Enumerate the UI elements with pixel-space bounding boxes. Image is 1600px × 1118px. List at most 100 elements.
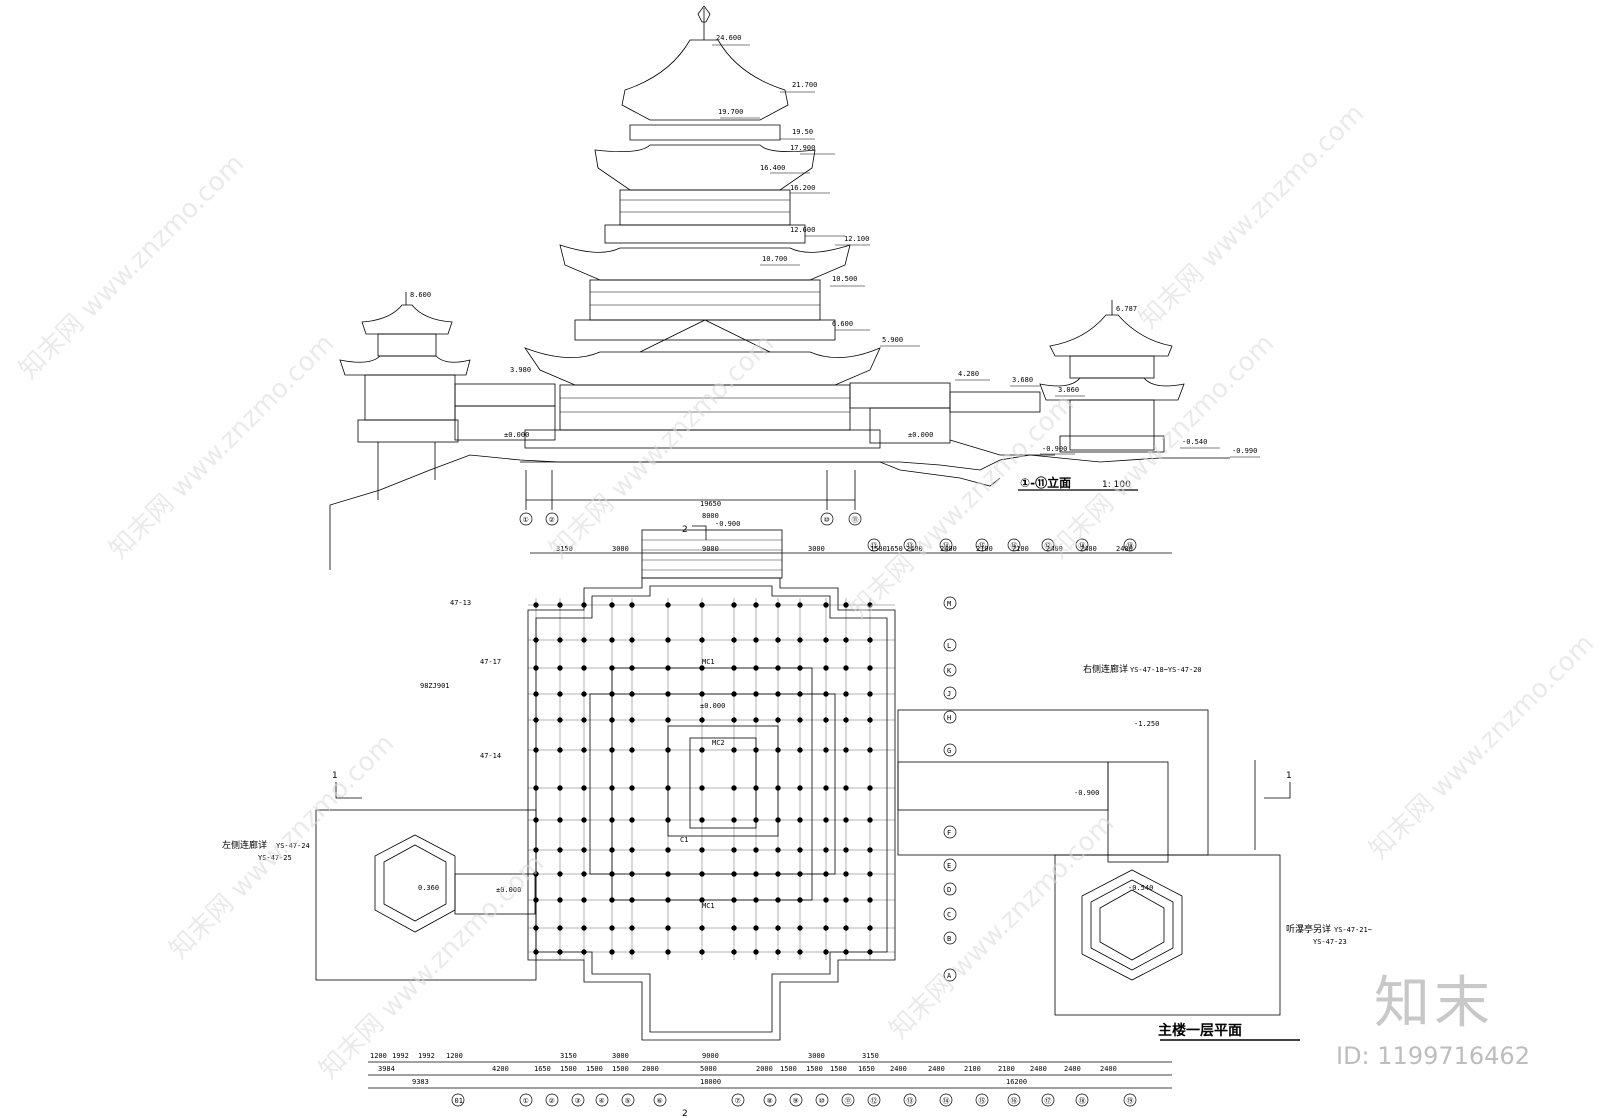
axis-bubble-top-1 bbox=[903, 538, 917, 552]
elevation-level-14: 3.680 bbox=[1012, 376, 1033, 384]
dim-row1-7: 3000 bbox=[808, 1052, 825, 1060]
elevation-axis-label-0: ① bbox=[523, 516, 529, 524]
axis-bubble-right-F bbox=[943, 825, 957, 839]
elevation-level-15: 3.980 bbox=[510, 366, 531, 374]
axis-label-bottom-19: ⑲ bbox=[1127, 1097, 1134, 1105]
axis-bubble-bottom-3 bbox=[571, 1093, 585, 1107]
section-mark-left: 1 bbox=[332, 771, 338, 781]
dim-row2-6: 2000 bbox=[642, 1065, 659, 1073]
elevation-view bbox=[329, 5, 1260, 570]
elevation-level-7: 12.600 bbox=[790, 226, 815, 234]
dim-row1-3: 1200 bbox=[446, 1052, 463, 1060]
axis-label-right-K: K bbox=[947, 667, 952, 675]
axis-label-top-6: ⑱ bbox=[1079, 542, 1086, 550]
axis-label-bottom-6: ⑥ bbox=[657, 1097, 663, 1105]
dim-top-2: 9000 bbox=[702, 545, 719, 553]
axis-label-right-G: G bbox=[947, 747, 951, 755]
elevation-axis-bubble-1 bbox=[545, 512, 559, 526]
axis-bubble-bottom-10 bbox=[815, 1093, 829, 1107]
dim-row2-13: 2400 bbox=[890, 1065, 907, 1073]
elevation-level-22: 8.600 bbox=[410, 291, 431, 299]
axis-label-bottom-15: ⑮ bbox=[979, 1097, 986, 1105]
dim-row1-6: 9000 bbox=[702, 1052, 719, 1060]
dim-row1-2: 1992 bbox=[418, 1052, 435, 1060]
pavilion-ref1: YS-47-21~ bbox=[1334, 926, 1372, 934]
elevation-level-18: ±0.000 bbox=[908, 431, 933, 439]
dim-row2-5: 1500 bbox=[612, 1065, 629, 1073]
elevation-level-9: 10.700 bbox=[762, 255, 787, 263]
axis-bubble-right-H bbox=[943, 710, 957, 724]
axis-label-top-2: ⑭ bbox=[943, 542, 950, 550]
dim-row2-10: 1500 bbox=[806, 1065, 823, 1073]
section-mark-right: 1 bbox=[1286, 771, 1292, 781]
elevation-level-5: 16.400 bbox=[760, 164, 785, 172]
level-right-corridor: -1.250 bbox=[1134, 720, 1159, 728]
elevation-axis-label-3: ⑪ bbox=[852, 516, 859, 524]
axis-label-top-5: ⑰ bbox=[1045, 542, 1052, 550]
dim-row2-8: 2000 bbox=[756, 1065, 773, 1073]
dim-row2-4: 1500 bbox=[586, 1065, 603, 1073]
dim-top-11: 2400 bbox=[1080, 545, 1097, 553]
axis-bubble-right-A bbox=[943, 968, 957, 982]
axis-label-right-L: L bbox=[947, 642, 951, 650]
elevation-dim-total: 19650 bbox=[700, 500, 721, 508]
axis-bubble-right-D bbox=[943, 882, 957, 896]
elevation-level-4: 17.900 bbox=[790, 144, 815, 152]
elevation-level-20: -0.990 bbox=[1232, 447, 1257, 455]
axis-bubble-bottom-2 bbox=[545, 1093, 559, 1107]
axis-bubble-right-J bbox=[943, 686, 957, 700]
axis-label-bottom-3: ③ bbox=[575, 1097, 581, 1105]
axis-label-bottom-2: ② bbox=[549, 1097, 555, 1105]
dim-row1-0: 1200 bbox=[370, 1052, 387, 1060]
dim-top-7: 2400 bbox=[940, 545, 957, 553]
elevation-scale: 1: 100 bbox=[1102, 480, 1131, 490]
level-right-pavilion: -0.540 bbox=[1128, 884, 1153, 892]
axis-label-right-H: H bbox=[947, 714, 951, 722]
left-corridor-note: 左侧连廊详 bbox=[222, 839, 267, 851]
axis-bubble-top-3 bbox=[975, 538, 989, 552]
dim-row1-4: 3150 bbox=[560, 1052, 577, 1060]
watermark-3: 知末网 www.znzmo.com bbox=[1134, 99, 1370, 335]
elevation-axis-label-1: ② bbox=[549, 516, 555, 524]
dim-row1-8: 3150 bbox=[862, 1052, 879, 1060]
axis-label-right-J: J bbox=[947, 690, 951, 698]
axis-bubble-bottom-0 bbox=[451, 1093, 465, 1107]
elevation-level-21: -0.900 bbox=[1042, 445, 1067, 453]
axis-label-bottom-8: ⑧ bbox=[767, 1097, 773, 1105]
dim-row2-9: 1500 bbox=[780, 1065, 797, 1073]
axis-label-bottom-5: ⑤ bbox=[625, 1097, 631, 1105]
dim-row2-17: 2400 bbox=[1030, 1065, 1047, 1073]
elevation-axis-bubble-2 bbox=[820, 512, 834, 526]
window-c1: C1 bbox=[680, 836, 688, 844]
axis-bubble-right-C bbox=[943, 907, 957, 921]
elevation-level-1: 21.700 bbox=[792, 81, 817, 89]
level-left-corridor: ±0.000 bbox=[496, 886, 521, 894]
axis-bubble-bottom-12 bbox=[867, 1093, 881, 1107]
dim-top-5: 1650 bbox=[886, 545, 903, 553]
pavilion-note: 听瀑亭另详 bbox=[1286, 923, 1331, 935]
dim-top-9: 2100 bbox=[1012, 545, 1029, 553]
axis-bubble-top-7 bbox=[1123, 538, 1137, 552]
dim-row2-2: 1650 bbox=[534, 1065, 551, 1073]
axis-label-right-M: M bbox=[947, 600, 951, 608]
left-corridor-ref2: YS-47-25 bbox=[258, 854, 292, 862]
dim-row1-5: 3000 bbox=[612, 1052, 629, 1060]
elevation-level-6: 16.200 bbox=[790, 184, 815, 192]
axis-bubble-right-G bbox=[943, 743, 957, 757]
elevation-level-12: 5.900 bbox=[882, 336, 903, 344]
door-mc2: MC2 bbox=[712, 739, 725, 747]
dim-row3-1: 18000 bbox=[700, 1078, 721, 1086]
axis-label-right-E: E bbox=[947, 862, 951, 870]
axis-bubble-bottom-11 bbox=[841, 1093, 855, 1107]
dim-top-8: 2100 bbox=[976, 545, 993, 553]
dim-top-0: 3150 bbox=[556, 545, 573, 553]
dim-row2-0: 3984 bbox=[378, 1065, 395, 1073]
elevation-level-23: 6.787 bbox=[1116, 305, 1137, 313]
floor-level: ±0.000 bbox=[700, 702, 725, 710]
dim-row2-11: 1500 bbox=[830, 1065, 847, 1073]
door-mc1-top: MC1 bbox=[702, 658, 715, 666]
